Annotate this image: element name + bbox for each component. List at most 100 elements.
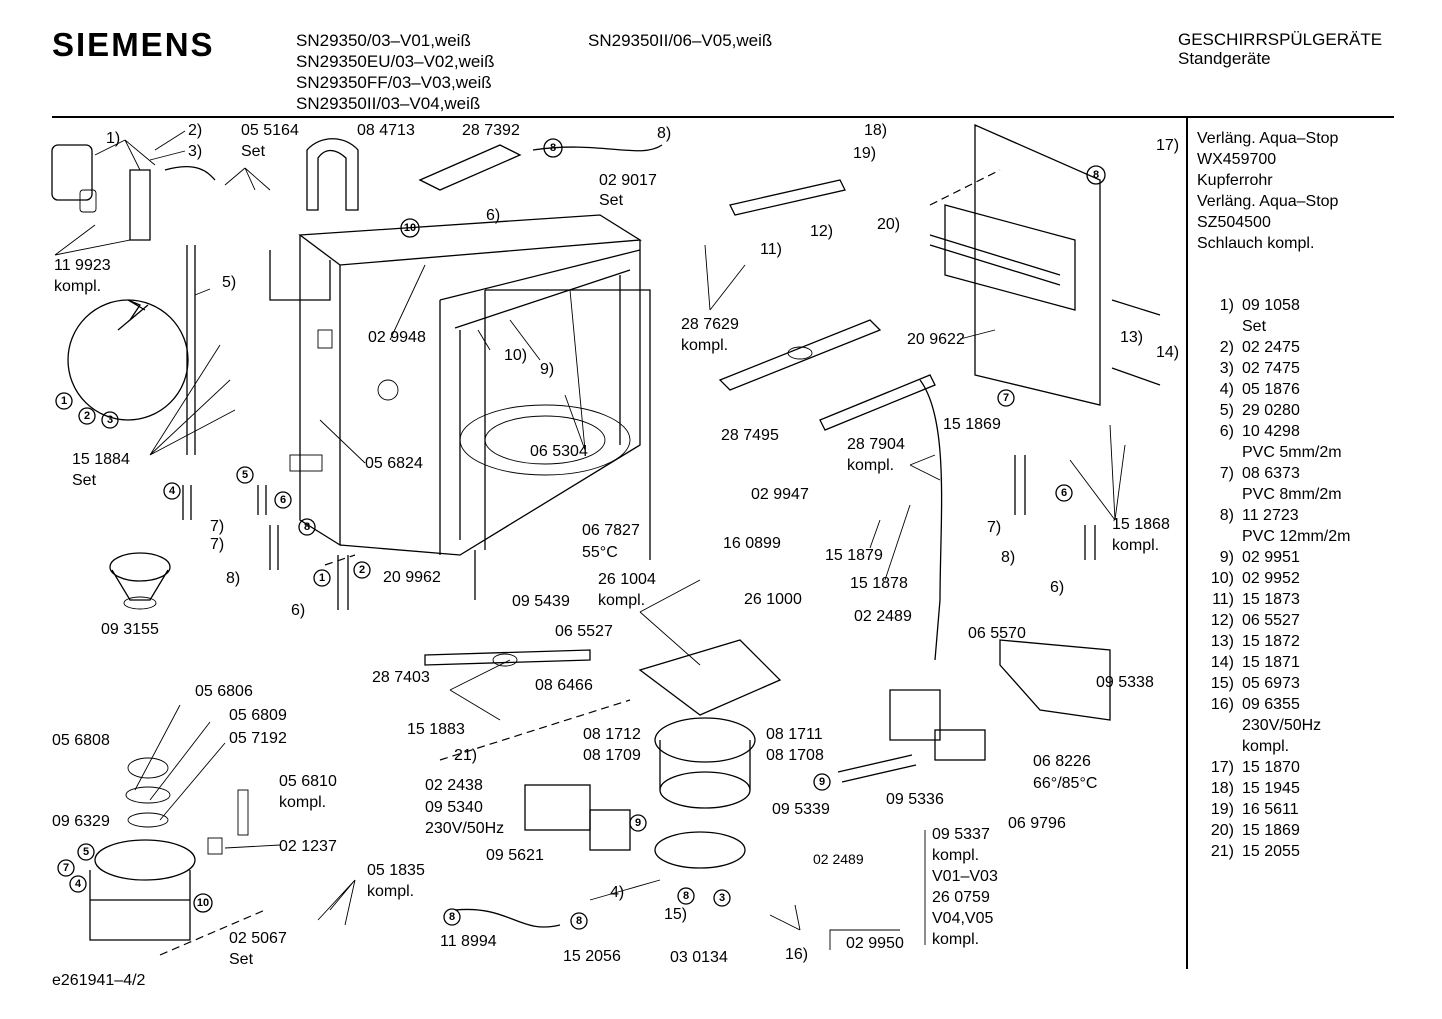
part-label: 09 6329 — [52, 813, 110, 830]
part-label: 7) — [210, 536, 225, 553]
part-label: 7) — [987, 519, 1002, 536]
funnel-part — [109, 552, 171, 610]
part-label: 8) — [226, 570, 241, 587]
svg-text:7: 7 — [1003, 392, 1009, 404]
part-label: 09 5336 — [886, 791, 944, 808]
legend-row: kompl. — [1242, 738, 1290, 755]
leader-lines — [54, 130, 1126, 950]
svg-text:5: 5 — [83, 846, 89, 858]
part-label: 18) — [864, 122, 888, 139]
part-label: 26 1000 — [744, 591, 802, 608]
part-label: 2) — [188, 122, 203, 139]
legend-row: 8)11 2723 — [1219, 507, 1299, 524]
part-label: 05 6824 — [365, 455, 423, 472]
callout-7a: 7 — [997, 389, 1015, 407]
legend-row: 4)05 1876 — [1219, 381, 1300, 398]
svg-text:4: 4 — [169, 485, 176, 497]
part-label: kompl. — [1112, 537, 1160, 554]
part-label: 08 1711 — [766, 726, 823, 743]
svg-text:10: 10 — [197, 897, 209, 909]
part-label: 6) — [486, 207, 501, 224]
callout-8d: 8 — [443, 908, 461, 926]
svg-text:10: 10 — [404, 222, 416, 234]
part-label: 11) — [760, 241, 782, 258]
legend-row: 3)02 7475 — [1219, 360, 1300, 377]
document-id: e261941–4/2 — [52, 972, 146, 989]
part-label: kompl. — [598, 592, 646, 609]
part-label: 3) — [188, 143, 203, 160]
legend-row: 18)15 1945 — [1210, 780, 1300, 797]
part-label: 06 7827 — [582, 522, 640, 539]
part-label: 02 9948 — [368, 329, 426, 346]
legend-row: 21)15 2055 — [1210, 843, 1300, 860]
part-label: kompl. — [54, 278, 102, 295]
svg-text:1: 1 — [319, 572, 325, 584]
part-label: 13) — [1120, 329, 1144, 346]
svg-text:5: 5 — [242, 469, 248, 481]
part-label: 02 2438 — [425, 777, 483, 794]
part-label: 09 3155 — [101, 621, 159, 638]
legend-row: 19)16 5611 — [1210, 801, 1299, 818]
exploded-view-drawing: 1 2 3 8 10 4 5 6 8 1 2 8 7 6 9 9 7 5 4 1… — [51, 124, 1161, 956]
door-panel — [929, 124, 1161, 406]
callout-8f: 8 — [677, 887, 695, 905]
svg-text:8: 8 — [576, 915, 582, 927]
part-label: kompl. — [847, 457, 895, 474]
svg-text:7: 7 — [63, 862, 69, 874]
part-label: 28 7392 — [462, 122, 520, 139]
legend-row: 10)02 9952 — [1210, 570, 1300, 587]
legend-row: 230V/50Hz — [1242, 717, 1322, 734]
part-label: Set — [229, 951, 254, 968]
legend-divider — [1186, 118, 1188, 969]
part-label: 09 5621 — [486, 847, 544, 864]
note-line: Kupferrohr — [1197, 172, 1273, 189]
part-label: 06 5527 — [555, 623, 613, 640]
part-label: 15) — [664, 906, 688, 923]
brand-logo: SIEMENS — [52, 26, 215, 63]
part-label: 6) — [291, 602, 306, 619]
part-label: 5) — [222, 274, 237, 291]
legend-row: 20)15 1869 — [1210, 822, 1300, 839]
header-divider — [52, 116, 1394, 118]
callout-5a: 5 — [236, 466, 254, 484]
part-label: Set — [599, 192, 624, 209]
model-entry: SN29350EU/03–V02,weiß — [296, 52, 495, 71]
callout-10: 10 — [400, 218, 420, 238]
callout-8a: 8 — [543, 138, 563, 158]
part-label: kompl. — [367, 883, 415, 900]
svg-text:2: 2 — [359, 564, 365, 576]
callout-9a: 9 — [629, 814, 647, 832]
legend-row: 11)15 1873 — [1212, 591, 1300, 608]
callout-9b: 9 — [813, 773, 831, 791]
callout-8c: 8 — [1086, 165, 1106, 185]
part-label: 15 1878 — [850, 575, 908, 592]
parts-legend: 1)09 1058 Set 2)02 2475 3)02 7475 4)05 1… — [1196, 295, 1351, 862]
part-label: 28 7495 — [721, 427, 779, 444]
part-label: 15 1869 — [943, 416, 1001, 433]
part-label: 26 0759 — [932, 889, 990, 906]
callout-2b: 2 — [353, 561, 371, 579]
model-entry: SN29350FF/03–V03,weiß — [296, 73, 492, 92]
callout-8e: 8 — [570, 912, 588, 930]
part-label: 20) — [877, 216, 901, 233]
part-label: 02 9947 — [751, 486, 809, 503]
callout-1b: 1 — [313, 569, 331, 587]
circled-callouts: 1 2 3 8 10 4 5 6 8 1 2 8 7 6 9 9 7 5 4 1… — [55, 138, 1106, 930]
legend-row: 1)09 1058 — [1219, 297, 1300, 314]
part-label: 05 1835 — [367, 862, 425, 879]
part-label: 14) — [1156, 344, 1180, 361]
part-label: 02 5067 — [229, 930, 287, 947]
spray-arms — [424, 319, 936, 667]
part-label: 16) — [785, 946, 809, 963]
water-softener — [89, 757, 249, 941]
part-label: 06 8226 — [1033, 753, 1091, 770]
part-label: 05 6809 — [229, 707, 287, 724]
callout-4b: 4 — [69, 875, 87, 893]
legend-row: 7)08 6373 — [1219, 465, 1300, 482]
part-label: 6) — [1050, 579, 1065, 596]
part-label: 05 6806 — [195, 683, 253, 700]
part-label: 10) — [504, 347, 528, 364]
model-entry: SN29350II/06–V05,weiß — [588, 31, 773, 50]
callout-7b: 7 — [57, 859, 75, 877]
part-label: 55°C — [582, 544, 618, 561]
